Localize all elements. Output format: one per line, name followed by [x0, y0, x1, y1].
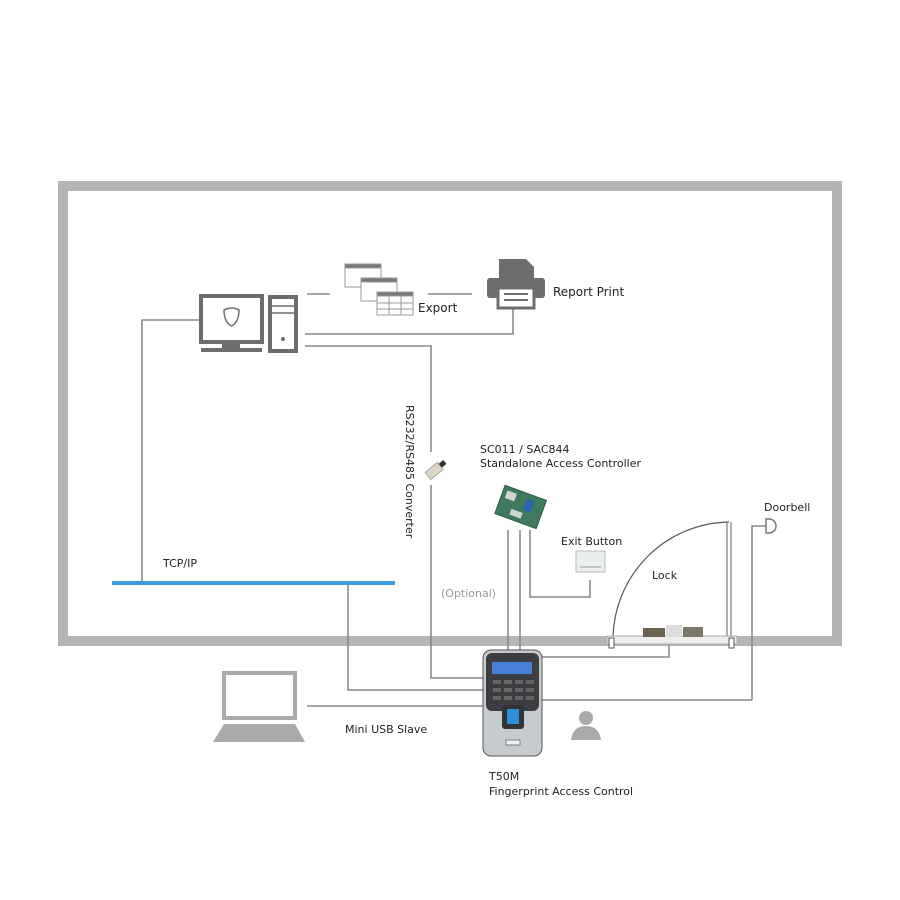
export-label: Export	[418, 301, 458, 315]
controller-name-label: Standalone Access Controller	[480, 457, 641, 470]
t50m-device-icon	[482, 649, 543, 757]
device-model-label: T50M	[488, 770, 519, 783]
wiring	[141, 293, 766, 707]
exit-button-icon	[575, 550, 606, 573]
building-frame	[58, 181, 842, 646]
mini-usb-label: Mini USB Slave	[345, 723, 427, 736]
report-print-label: Report Print	[553, 285, 624, 299]
export-documents-icon	[344, 263, 414, 316]
optional-label: (Optional)	[441, 587, 496, 600]
printer-icon	[487, 259, 545, 310]
controller-board-icon	[494, 484, 548, 530]
tcpip-label: TCP/IP	[162, 557, 197, 570]
laptop-icon	[213, 671, 305, 742]
device-name-label: Fingerprint Access Control	[489, 785, 633, 798]
exit-button-label: Exit Button	[561, 535, 622, 548]
doorbell-label: Doorbell	[764, 501, 810, 514]
controller-model-label: SC011 / SAC844	[480, 443, 570, 456]
lock-icon	[643, 625, 703, 637]
converter-icon	[424, 459, 447, 481]
lock-label: Lock	[652, 569, 678, 582]
doorbell-icon	[765, 518, 777, 534]
computer-icon	[199, 294, 298, 353]
converter-label: RS232/RS485 Converter	[403, 405, 416, 539]
user-icon	[571, 711, 601, 740]
